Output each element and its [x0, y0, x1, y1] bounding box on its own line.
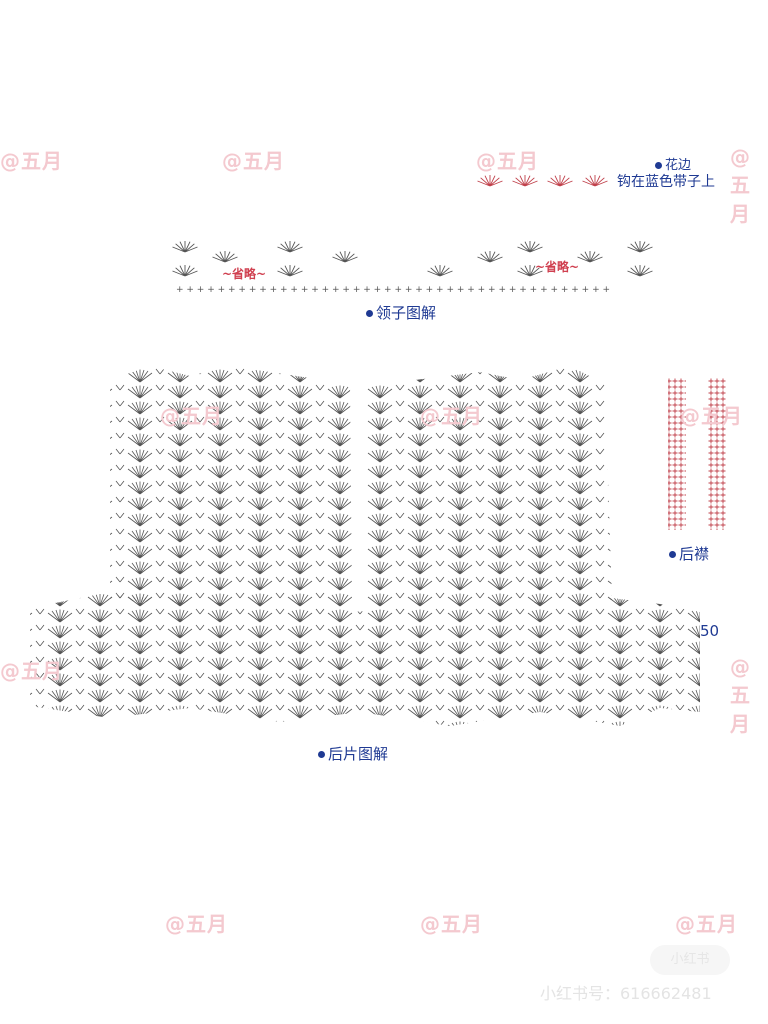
watermark: @五月	[222, 149, 285, 173]
placket-title-text: 后襟	[679, 545, 710, 563]
watermark: @五月	[675, 912, 738, 936]
watermark: @五月	[420, 404, 483, 428]
fan-stitch	[627, 265, 653, 277]
watermark: @五月	[160, 404, 223, 428]
collar-chart: + + + + + + + + + + + + + + + + + + + + …	[172, 241, 653, 295]
watermark: @五月	[165, 912, 228, 936]
fan-stitch	[277, 241, 303, 253]
account-id: 小红书号：616662481	[540, 984, 712, 1003]
edging-note: 钩在蓝色带子上	[617, 174, 715, 190]
chain-row: + + + + + + + + + + + + + + + + + + + + …	[176, 285, 610, 295]
watermark: @五月	[0, 659, 63, 683]
fan-stitch	[477, 251, 503, 263]
fan-stitch	[517, 241, 543, 253]
placket-strip-right	[708, 378, 726, 530]
fan-stitch	[277, 265, 303, 277]
back-piece-title-text: 后片图解	[328, 745, 389, 763]
fan-stitch	[172, 265, 198, 277]
fan-stitch	[577, 251, 603, 263]
back-bottom-band	[30, 594, 700, 726]
edging-title-text: 花边	[665, 158, 692, 173]
back-panel-right	[366, 366, 612, 612]
fan-stitch	[172, 241, 198, 253]
xiaohongshu-logo: 小红书	[650, 945, 730, 975]
fan-stitch	[427, 265, 453, 277]
collar-title: 领子图解	[366, 302, 436, 323]
fan-stitch	[547, 175, 573, 187]
watermark: @五月	[476, 149, 539, 173]
bullet-icon	[669, 551, 676, 558]
watermark: @五月	[420, 912, 483, 936]
fan-stitch	[332, 251, 358, 263]
fan-stitch	[512, 175, 538, 187]
edging-title: 花边	[655, 154, 691, 173]
watermark: @五月	[730, 655, 751, 736]
fan-stitch	[517, 265, 543, 277]
fan-stitch	[477, 175, 503, 187]
placket-strip-left	[668, 378, 686, 530]
back-panel-left	[110, 366, 352, 612]
fan-stitch	[212, 251, 238, 263]
placket-title: 后襟	[669, 543, 709, 564]
watermark: @五月	[680, 404, 743, 428]
edging-chart	[477, 175, 608, 187]
fan-stitch	[627, 241, 653, 253]
bullet-icon	[655, 162, 662, 169]
omitted-note-left: ~省略~	[222, 267, 267, 281]
watermark: @五月	[730, 145, 751, 226]
watermark: @五月	[0, 149, 63, 173]
collar-title-text: 领子图解	[376, 304, 437, 322]
fan-stitch	[582, 175, 608, 187]
bullet-icon	[318, 751, 325, 758]
bullet-icon	[366, 310, 373, 317]
omitted-note-right: ~省略~	[535, 260, 580, 274]
back-piece-title: 后片图解	[318, 743, 388, 764]
row-count: 50	[700, 622, 720, 640]
